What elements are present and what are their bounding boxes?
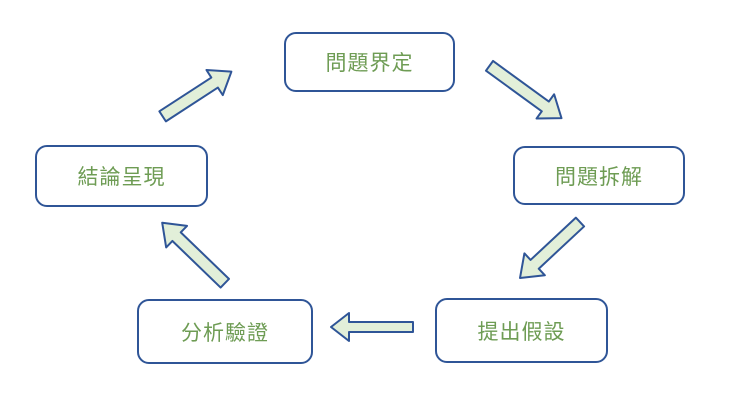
- arrow-problem-definition-to-breakdown-icon: [484, 59, 563, 120]
- node-hypothesis-proposal: 提出假設: [435, 298, 608, 363]
- arrow-conclusion-to-problem-definition-icon: [158, 68, 233, 123]
- node-problem-definition: 問題界定: [284, 32, 455, 92]
- node-conclusion-presentation: 結論呈現: [35, 145, 208, 207]
- arrow-hypothesis-to-analysis-icon: [330, 312, 414, 342]
- node-analysis-verification-label: 分析驗證: [181, 320, 269, 345]
- node-analysis-verification: 分析驗證: [137, 299, 313, 364]
- node-problem-breakdown-label: 問題拆解: [555, 164, 643, 189]
- arrow-breakdown-to-hypothesis-icon: [519, 216, 586, 279]
- node-conclusion-presentation-label: 結論呈現: [77, 165, 166, 189]
- node-problem-breakdown: 問題拆解: [513, 146, 685, 205]
- arrow-analysis-to-conclusion-icon: [161, 221, 230, 289]
- node-problem-definition-label: 問題界定: [325, 51, 414, 75]
- node-hypothesis-proposal-label: 提出假設: [477, 319, 566, 344]
